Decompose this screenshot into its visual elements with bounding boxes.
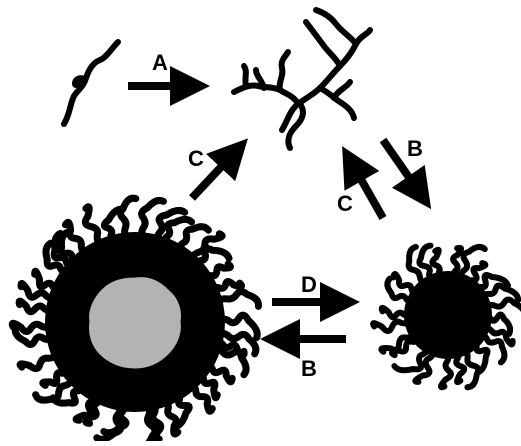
- label-B-right: B: [407, 136, 423, 161]
- label-A: A: [152, 50, 168, 75]
- micelle-core: [89, 278, 180, 368]
- core-shell-micelle: [12, 198, 258, 441]
- label-C-right: C: [337, 191, 353, 216]
- branched-network: [234, 10, 370, 148]
- collapsed-aggregate: [373, 246, 521, 388]
- label-C-left: C: [188, 146, 204, 171]
- linear-chain: [64, 42, 118, 124]
- arrow-C-up: [350, 160, 383, 218]
- label-D: D: [301, 272, 317, 297]
- label-B-bottom: B: [301, 356, 317, 381]
